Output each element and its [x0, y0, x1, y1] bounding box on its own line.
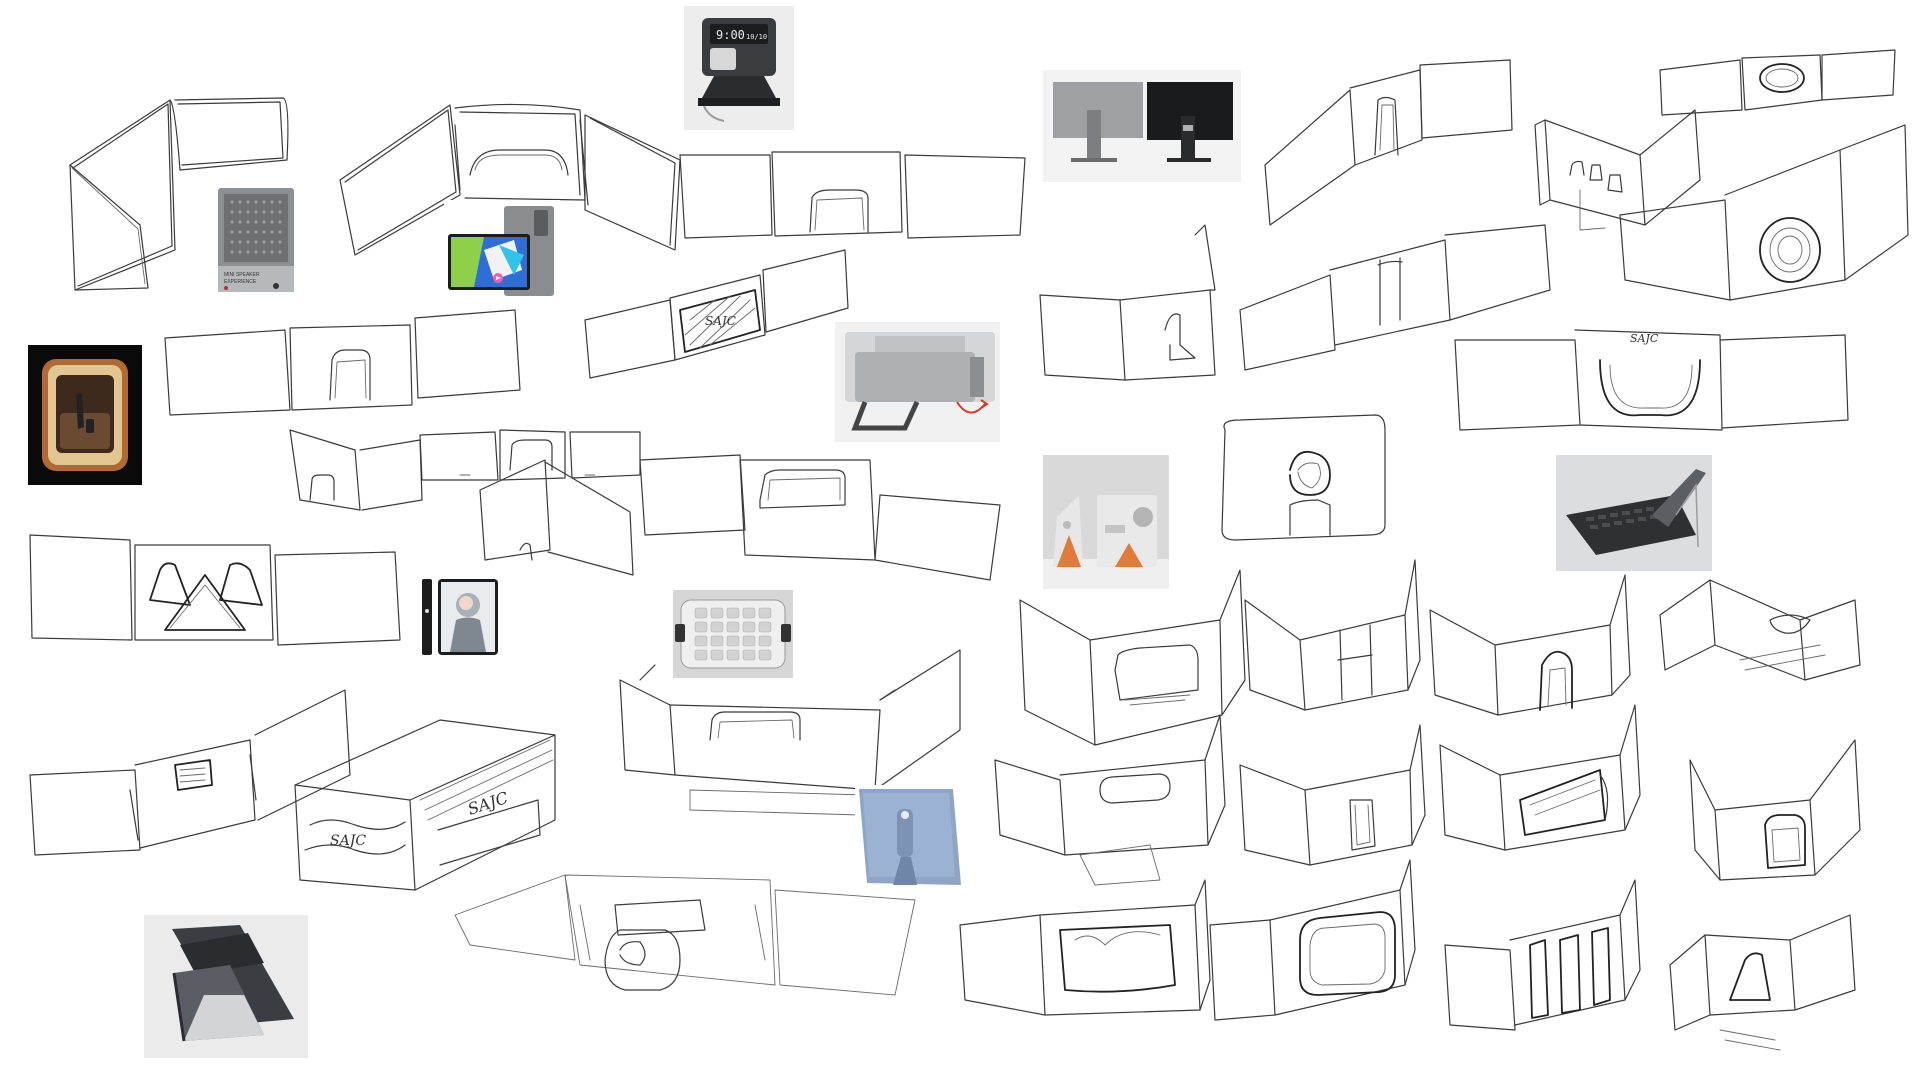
reference-photo-wood-frame — [28, 345, 142, 485]
sketch-circle-panel-right — [1619, 124, 1909, 301]
sketch-grid-row1-col4 — [1659, 579, 1861, 681]
sketch-grid-row2-col3 — [1439, 704, 1641, 851]
sketch-folding-corner-topleft — [69, 97, 289, 291]
sketch-trifold-open-handle — [619, 649, 961, 816]
sketch-trifold-curved-center: SAJC — [1454, 329, 1849, 431]
brand-script-hatched: SAJC — [705, 314, 736, 328]
sketch-grid-row2-col2 — [1239, 724, 1426, 866]
sketch-grid-row3-col2 — [1209, 859, 1416, 1021]
keyboard-tablet-illustration — [1566, 469, 1706, 555]
sketch-small-panels-row — [289, 429, 641, 511]
sketch-long-trifold-center — [1239, 224, 1551, 371]
reference-photo-art-tablet — [420, 575, 500, 660]
sketch-grid-row1-col3 — [1429, 574, 1631, 716]
brand-script-curved: SAJC — [1630, 332, 1659, 345]
sketch-big-trifold-handle — [479, 454, 1001, 581]
sketch-flat-trifold-square — [164, 309, 521, 416]
sketch-grid-row3-col3 — [1444, 879, 1641, 1031]
reference-photo-blue-tablet — [855, 785, 967, 895]
reference-photo-dual-monitors — [1043, 70, 1241, 182]
blue-tablet-illustration — [859, 789, 961, 885]
brand-script-box-front: SAJC — [330, 833, 366, 849]
sketch-flat-handle-topright — [1264, 59, 1513, 226]
reference-photo-keypad — [673, 590, 793, 678]
reference-photo-speaker: MINI SPEAKER EXPERIENCE — [216, 186, 296, 296]
sketch-grid-row1-col1 — [1019, 569, 1246, 746]
tablet-illustration — [448, 206, 554, 296]
sketch-trifold-triangle — [29, 534, 401, 646]
sketch-flat-circle-topright — [1659, 49, 1896, 116]
sketch-grid-row3-col1 — [959, 879, 1211, 1016]
reference-photo-keyboard-tablet — [1556, 455, 1712, 571]
white-speakers-illustration — [1043, 495, 1169, 589]
sketch-grid-row3-col4 — [1669, 914, 1856, 1051]
sketch-upright-trifold-buttons — [1534, 109, 1701, 231]
keypad-illustration — [675, 599, 791, 669]
sketch-grid-row2-col4 — [1689, 739, 1861, 881]
wood-frame-illustration — [42, 359, 128, 471]
reference-photo-desk-clock: 9:00 10/10 — [684, 6, 794, 130]
sketch-flat-double-cutout — [454, 874, 916, 996]
sketch-bottomleft-trifold — [29, 689, 351, 856]
handle-stand-illustration — [845, 332, 995, 431]
sketch-trifold-handle-top — [339, 103, 681, 256]
reference-photo-tablet-colorful — [444, 200, 560, 300]
reference-photo-handle-stand — [835, 322, 1000, 442]
sketch-trifold-hatched-center: SAJC — [584, 249, 849, 379]
sketch-box-stand: SAJC SAJC — [294, 719, 556, 891]
sketch-circle-hatch-panel — [1221, 414, 1386, 541]
sketch-flat-trifold-top — [679, 151, 1026, 239]
speaker-caption-line1: MINI SPEAKER — [224, 272, 260, 278]
clock-date-display: 10/10 — [746, 33, 767, 41]
speaker-illustration: MINI SPEAKER EXPERIENCE — [218, 188, 294, 292]
sketch-stand-middle-right — [1039, 224, 1216, 381]
dual-monitor-illustration — [1053, 82, 1233, 162]
speaker-caption-line2: EXPERIENCE — [224, 279, 257, 285]
sketch-grid-row1-col2 — [1244, 559, 1421, 711]
reference-photo-white-speakers — [1043, 455, 1169, 589]
reference-photo-folio-stand — [144, 915, 308, 1058]
clock-time-display: 9:00 — [716, 28, 745, 42]
sketch-grid-row2-col1 — [994, 714, 1226, 886]
folio-stand-illustration — [172, 925, 294, 1042]
art-tablet-illustration — [422, 579, 498, 655]
brand-script-box-side: SAJC — [465, 788, 510, 819]
clock-stand-illustration: 9:00 10/10 — [698, 18, 780, 122]
